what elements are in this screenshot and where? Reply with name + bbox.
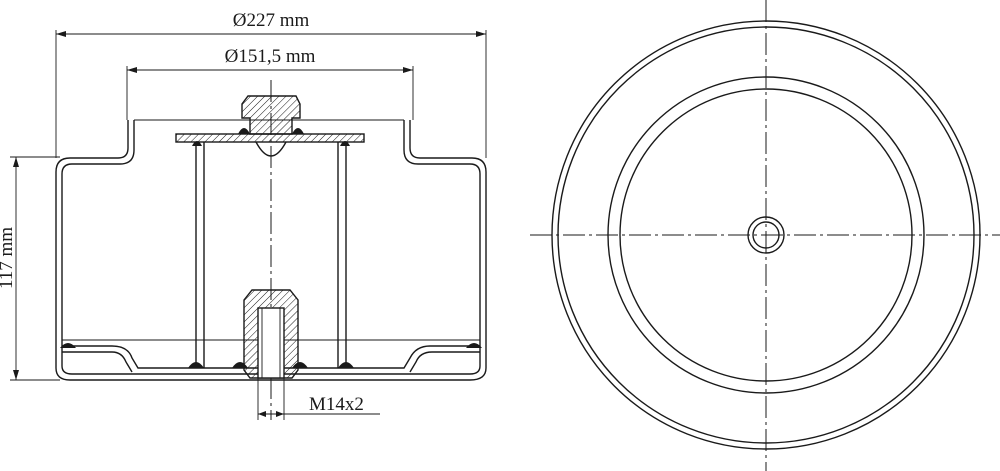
top-seal-right bbox=[292, 128, 304, 134]
outer-diameter-label: Ø227 mm bbox=[233, 10, 310, 31]
inner-diameter-dimension: Ø151,5 mm bbox=[126, 46, 414, 120]
top-seal-left bbox=[238, 128, 250, 134]
top-stud bbox=[238, 95, 304, 157]
seal-ring-right bbox=[466, 343, 482, 348]
bottom-insert bbox=[232, 289, 308, 379]
height-dimension: 117 mm bbox=[0, 156, 60, 381]
thread-label: M14x2 bbox=[309, 394, 364, 415]
top-view bbox=[530, 0, 1000, 471]
outer-diameter-dimension: Ø227 mm bbox=[55, 10, 487, 158]
inner-diameter-label: Ø151,5 mm bbox=[225, 46, 316, 67]
cylinder-seal-left bbox=[188, 362, 204, 368]
top-plate bbox=[175, 133, 365, 143]
height-label: 117 mm bbox=[0, 227, 17, 289]
thread-dimension: M14x2 bbox=[257, 378, 380, 420]
inner-cylinder bbox=[188, 141, 354, 368]
seal-ring-left bbox=[60, 343, 76, 348]
section-view: Ø227 mm Ø151,5 mm 117 mm bbox=[0, 10, 487, 420]
cylinder-seal-right bbox=[338, 362, 354, 368]
